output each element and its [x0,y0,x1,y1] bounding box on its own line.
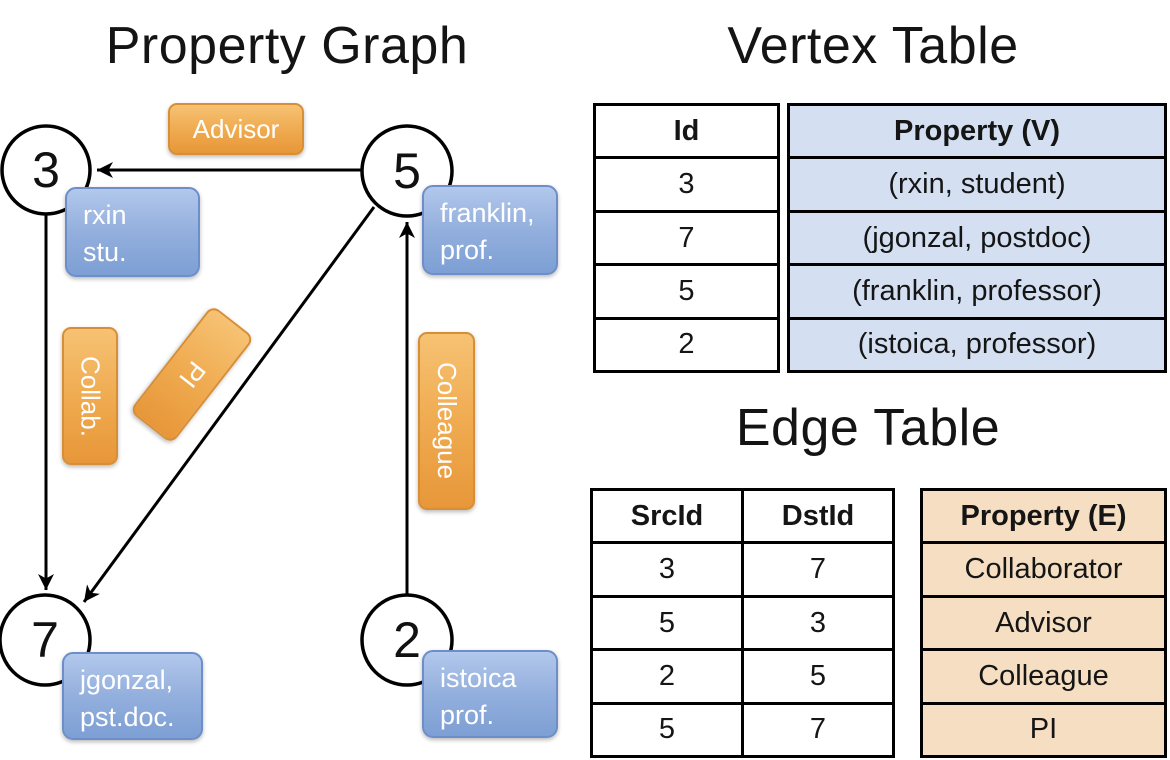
edge-table-row: 2 5 [593,651,892,705]
edge-table-header-property: Property (E) [923,491,1164,545]
vertex-property-line: pst.doc. [80,702,175,733]
edge-table-cell-dst: 7 [741,704,892,756]
property-graph-title: Property Graph [105,17,469,75]
vertex-property-line: jgonzal, [80,665,174,695]
edge-label-collab: Collab. [62,327,118,465]
vertex-property-line: rxin [83,200,127,230]
edge-table-cell-src: 3 [658,553,676,586]
vertex-property-box-3: rxin stu. [65,187,200,277]
vertex-property-line: prof. [440,700,495,731]
vertex-table-header-property: Property (V) [790,106,1164,160]
node-id-3: 3 [32,142,60,198]
node-id-5: 5 [393,143,421,199]
vertex-property-line: stu. [83,237,127,268]
vertex-table-property-column: Property (V) (rxin, student) (jgonzal, p… [787,103,1167,373]
edge-label-advisor: Advisor [168,103,304,155]
vertex-table-cell-id: 2 [678,328,695,361]
edge-table-cell-dst: 3 [741,597,892,649]
edge-table-title: Edge Table [735,399,1001,457]
edge-table-cell-property: PI [923,704,1164,756]
edge-table-cell-dst: 5 [741,651,892,702]
edge-table-row: 5 3 [593,597,892,652]
vertex-property-box-2: istoica prof. [422,650,558,738]
edge-table-header-dstid: DstId [741,491,892,542]
edge-table-cell-property: Collaborator [923,544,1164,598]
edge-table-row: 5 7 [593,704,892,756]
node-id-7: 7 [31,612,59,668]
vertex-table-header-id: Id [596,106,777,160]
node-id-2: 2 [393,612,421,668]
vertex-property-line: istoica [440,663,517,693]
edge-label-colleague: Colleague [418,332,475,510]
vertex-property-box-7: jgonzal, pst.doc. [62,652,203,740]
edge-table-cell-src: 5 [658,713,676,746]
edge-table-property-column: Property (E) Collaborator Advisor Collea… [920,488,1167,758]
vertex-table-cell-id: 7 [596,213,777,267]
edge-table-id-columns: SrcId DstId 3 7 5 3 2 5 5 7 [590,488,895,758]
edge-table-cell-dst: 7 [741,544,892,595]
vertex-table-id-column: Id 3 7 5 2 [593,103,780,373]
vertex-table-cell-property: (istoica, professor) [790,319,1164,371]
edge-table-cell-src: 5 [658,606,676,639]
vertex-table-cell-property: (franklin, professor) [790,266,1164,320]
edge-table-header-srcid: SrcId [630,499,704,532]
vertex-property-box-5: franklin, prof. [422,185,558,275]
vertex-property-line: franklin, [440,198,535,228]
vertex-table-cell-id: 3 [596,159,777,213]
vertex-property-line: prof. [440,235,495,266]
vertex-table-cell-property: (jgonzal, postdoc) [790,212,1164,267]
edge-table-cell-src: 2 [658,659,676,692]
edge-table-cell-property: Colleague [923,651,1164,705]
edge-table-row: 3 7 [593,544,892,598]
vertex-table-title: Vertex Table [727,17,1019,75]
graph-canvas [0,124,454,687]
edge-5-to-7 [82,206,376,603]
edge-table-header-row: SrcId DstId [593,491,892,545]
edge-table-cell-property: Advisor [923,597,1164,652]
vertex-table-cell-id: 5 [596,266,777,320]
vertex-table-cell-property: (rxin, student) [790,159,1164,213]
